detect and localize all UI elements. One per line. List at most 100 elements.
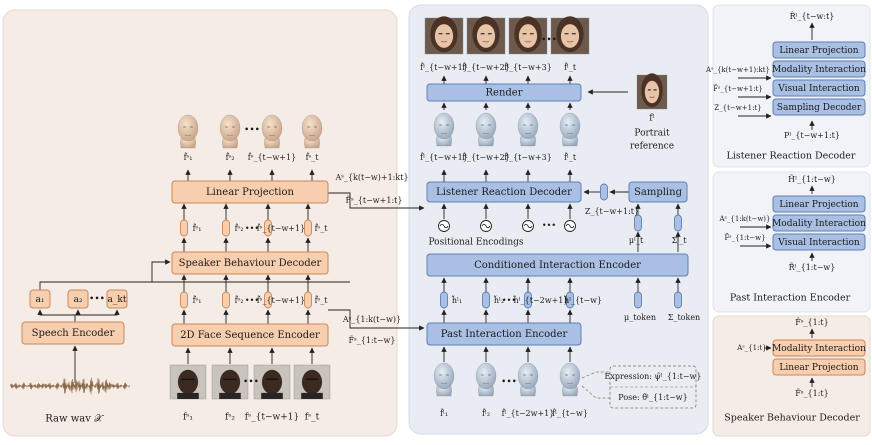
audio-to-decoder-arrow	[151, 259, 171, 282]
pie-block-0-rect	[772, 195, 866, 213]
sbd-output-label: F̂ˢ_{1:t}	[795, 318, 828, 327]
sbd-title: Speaker Behaviour Decoder	[724, 413, 860, 424]
sampling-block-rect	[628, 181, 688, 203]
speaker-linear-projection-block-rect	[171, 180, 329, 204]
listener-head-mesh-icon	[475, 112, 497, 147]
speech-encoder-block-label: Speech Encoder	[32, 328, 115, 339]
render-block-label: Render	[486, 88, 523, 99]
past-interaction-encoder-block: Past Interaction Encoder	[426, 322, 582, 346]
input-f-bot-label: F̃ˢ_{1:t−w}	[349, 336, 396, 345]
speaker-frame-label-0: fˢ₁	[183, 413, 193, 423]
lrd-block-2-label: Visual Interaction	[777, 84, 860, 94]
listener-output-label-2: f̂ˡ_{t−w+3}	[504, 63, 552, 72]
z-pill	[600, 183, 608, 201]
decoder-feature-dots: •••	[245, 224, 259, 233]
listener-output-photo-0	[424, 16, 464, 55]
pos-enc-label: Positional Encodings	[428, 238, 523, 248]
sigma-token-label: Σ_token	[668, 313, 700, 322]
decoder-feature-label-2: f̂ˢ_{t−w+1}	[257, 224, 305, 233]
speech-to-a1	[37, 309, 76, 322]
past-feature-label-0: h̃ˡ₁	[451, 296, 462, 305]
lrd-block-0-rect	[772, 41, 866, 59]
speaker-behaviour-decoder-block-rect	[171, 251, 329, 275]
speaker-frame-label-1: fˢ₂	[225, 413, 235, 423]
audio-token-2-label: a_kt	[108, 295, 127, 305]
pie-input-r-label: R̃ˡ_{1:t−w}	[789, 263, 836, 272]
speaker-frame-photo-2	[253, 364, 291, 400]
waveform-icon	[10, 377, 130, 395]
pose-label: Pose: θ̃ˡ_{1:t−w}	[618, 393, 687, 402]
sbd-block-1: Linear Projection	[772, 358, 866, 376]
portrait-label-2: reference	[630, 142, 674, 152]
pie-block-2: Visual Interaction	[772, 233, 866, 251]
speaker-linear-projection-block: Linear Projection	[171, 180, 329, 204]
listener-head-mesh-icon	[517, 112, 539, 147]
listener-reaction-decoder-block: Listener Reaction Decoder	[426, 181, 582, 203]
face-feature-label-3: f̃ˢ_t	[315, 296, 329, 305]
decoder-feature-pill	[304, 219, 312, 237]
speaker-head-label-1: f̂ˢ₂	[226, 153, 235, 162]
speech-encoder-block-rect	[21, 321, 125, 345]
pie-block-1-label: Modality Interaction	[772, 219, 866, 229]
speaker-to-past-encoder	[328, 309, 425, 331]
lrd-block-1: Modality Interaction	[772, 60, 866, 78]
decoder-feature-label-3: f̂ˢ_t	[315, 224, 329, 233]
listener-reaction-decoder-block-label: Listener Reaction Decoder	[436, 187, 572, 198]
audio-token-1: a₂	[67, 289, 89, 309]
audio-token-1-rect	[67, 289, 89, 309]
raw-wav-label: Raw wav 𝒳	[45, 414, 104, 425]
face-encoder-block-rect	[171, 323, 329, 347]
decoder-feature-label-0: f̂ˢ₁	[193, 224, 202, 233]
past-head-label-3: f̂ˡ_{t−w}	[552, 409, 588, 418]
past-feature-label-2: h̃ˡ_{t−2w+1}	[513, 296, 569, 305]
lrd-input-p-label: Pˡ_{t−w+1:t}	[784, 131, 840, 140]
portrait-reference-photo	[636, 73, 668, 110]
mu-token-label: μ_token	[624, 313, 656, 322]
frame-dots: •••	[243, 378, 259, 388]
connector-lines	[37, 22, 815, 387]
speaker-head-mesh-icon	[219, 114, 241, 149]
listener-head-label-3: f̂ˡ_t	[564, 153, 577, 162]
past-head-label-1: f̂ˡ₂	[482, 409, 490, 418]
speaker-head-label-3: f̂ˢ_t	[306, 153, 320, 162]
pie-block-0: Linear Projection	[772, 195, 866, 213]
audio-token-1-label: a₂	[74, 295, 83, 305]
speaker-head-mesh-icon	[301, 114, 323, 149]
past-feature-pill	[440, 291, 448, 309]
lrd-input-label-1: F̃ˢ_{t−w+1:t}	[713, 85, 763, 93]
mu-label: μˡ_t	[629, 236, 644, 245]
pie-block-2-rect	[772, 233, 866, 251]
input-a-top-label: Aˢ_{k(t−w)+1:kt}	[334, 173, 408, 182]
audio-token-0-label: a₁	[36, 295, 45, 305]
decoder-feature-label-1: f̂ˢ₂	[235, 224, 244, 233]
listener-head-label-1: f̂ˡ_{t−w+2}	[462, 153, 510, 162]
face-encoder-block: 2D Face Sequence Encoder	[171, 323, 329, 347]
sampling-block: Sampling	[628, 181, 688, 203]
past-head-mesh-icon	[475, 362, 497, 397]
render-block: Render	[426, 83, 582, 102]
z-label: Z_{t−w+1:t}	[585, 207, 639, 216]
lrd-block-3-label: Sampling Decoder	[777, 103, 862, 113]
sbd-block-0-rect	[772, 339, 866, 357]
sbd-block-1-rect	[772, 358, 866, 376]
face-feature-pill	[222, 291, 230, 309]
pose-pointer	[581, 385, 610, 399]
face-feature-pill	[180, 291, 188, 309]
speaker-to-reaction-decoder	[328, 192, 425, 211]
lrd-output-label: R̂ˡ_{t−w:t}	[790, 12, 835, 21]
positional-encoding-icon	[522, 220, 534, 232]
lrd-block-1-rect	[772, 60, 866, 78]
listener-output-photo-1	[466, 16, 506, 55]
portrait-label-f: fˡ	[649, 114, 655, 124]
sampling-block-label: Sampling	[634, 187, 683, 198]
past-head-label-2: f̂ˡ_{t−2w+1}	[502, 409, 555, 418]
decoder-feature-pill	[180, 219, 188, 237]
speaker-head-label-0: f̂ˢ₁	[184, 153, 193, 162]
pie-block-0-label: Linear Projection	[779, 200, 858, 210]
sigma-pill	[674, 214, 682, 232]
pie-output-label: H̃ˡ_{1:t−w}	[788, 175, 836, 184]
listener-head-mesh-icon	[433, 112, 455, 147]
sbd-input-a-label: Aˢ_{1:t}	[736, 344, 766, 352]
